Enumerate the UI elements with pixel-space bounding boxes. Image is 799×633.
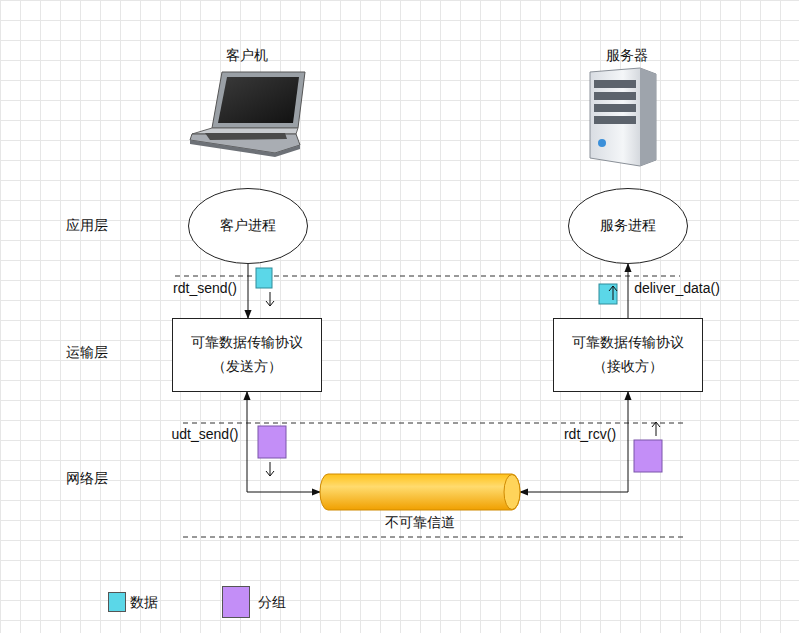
layer-label: 运输层 [66,344,108,361]
layer-label: 网络层 [66,470,108,487]
node-text: 服务进程 [600,214,656,238]
protocol-box: 可靠数据传输协议 （发送方） [172,318,322,392]
process-ellipse: 服务进程 [568,188,688,264]
function-label: rdt_send() [173,280,237,297]
legend-text: 分组 [258,594,286,611]
function-label: rdt_rcv() [564,426,616,443]
node-text: 客户进程 [220,214,276,238]
legend-text: 数据 [130,594,158,611]
layer-label: 应用层 [66,217,108,234]
ellipse-outline [189,189,308,264]
node-text: 可靠数据传输协议 （发送方） [181,331,313,379]
data-symbol [256,268,617,304]
connector-arrow [248,264,249,318]
cylinder-shape [320,474,520,510]
legend-swatch [222,586,250,618]
cylinder-end [504,475,520,510]
host-label: 服务器 [606,47,648,64]
process-ellipse: 客户进程 [188,188,308,264]
channel-cylinder: 不可靠信道 [320,474,520,510]
connector-arrow [247,392,320,492]
node-text: 可靠数据传输协议 （接收方） [562,331,694,379]
function-label: udt_send() [172,426,239,443]
node-text: 不可靠信道 [300,513,540,533]
legend-swatch [108,592,126,612]
packet-symbol [258,426,662,472]
connector-arrow [628,264,629,318]
layer-boundary [175,276,683,537]
server-icon [590,68,656,166]
protocol-box: 可靠数据传输协议 （接收方） [553,318,703,392]
connector-arrow [520,392,628,492]
laptop-icon [190,72,305,157]
ellipse-outline [569,189,688,264]
function-label: deliver_data() [634,280,720,297]
host-label: 客户机 [226,47,268,64]
cylinder-body [320,474,520,510]
